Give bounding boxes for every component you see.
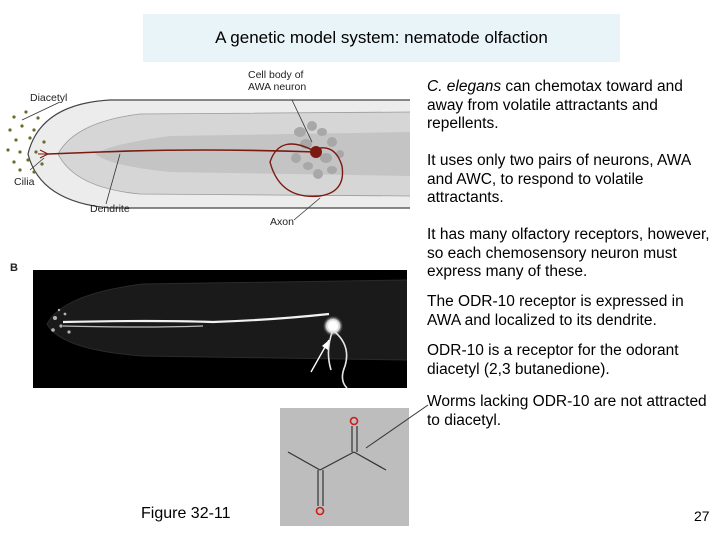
label-leader-lines (21, 99, 321, 221)
paragraph-receptors: It has many olfactory receptors, however… (427, 226, 710, 280)
paragraph-odr10-mutants: Worms lacking ODR-10 are not attracted t… (427, 393, 707, 429)
figure-caption: Figure 32-11 (141, 505, 231, 522)
label-cilia: Cilia (14, 176, 35, 188)
paragraph-odr10-diacetyl: ODR-10 is a receptor for the odorant dia… (427, 342, 679, 378)
diacetyl-molecules (6, 110, 46, 174)
awa-dendrite (47, 149, 317, 155)
paragraph-neurons: It uses only two pairs of neurons, AWA a… (427, 152, 691, 206)
fluorescence-micrograph (33, 270, 407, 388)
diacetyl-structure (280, 408, 409, 526)
worm-schematic (6, 99, 411, 221)
label-diacetyl: Diacetyl (30, 92, 68, 104)
slide-title: A genetic model system: nematode olfacti… (143, 14, 620, 62)
label-cell-body: Cell body of AWA neuron (248, 69, 307, 93)
label-axon: Axon (270, 216, 294, 228)
species-name: C. elegans (427, 78, 502, 95)
worm-schematic-panel: Diacetyl Cell body of AWA neuron Cilia D… (0, 62, 420, 257)
page-number: 27 (694, 508, 710, 524)
cilia (38, 149, 49, 159)
panel-b-label: B (10, 262, 18, 274)
paragraph-chemotaxis-text: can chemotax toward and away from volati… (427, 78, 683, 132)
diacetyl-skeletal-formula (287, 416, 387, 516)
awa-axon (269, 143, 344, 198)
micrograph-image (46, 279, 407, 388)
neuron-cell-bodies (291, 121, 344, 179)
label-dendrite: Dendrite (90, 203, 130, 215)
paragraph-chemotaxis: C. elegans can chemotax toward and away … (427, 78, 720, 134)
paragraph-odr10-expression: The ODR-10 receptor is expressed in AWA … (427, 293, 684, 329)
